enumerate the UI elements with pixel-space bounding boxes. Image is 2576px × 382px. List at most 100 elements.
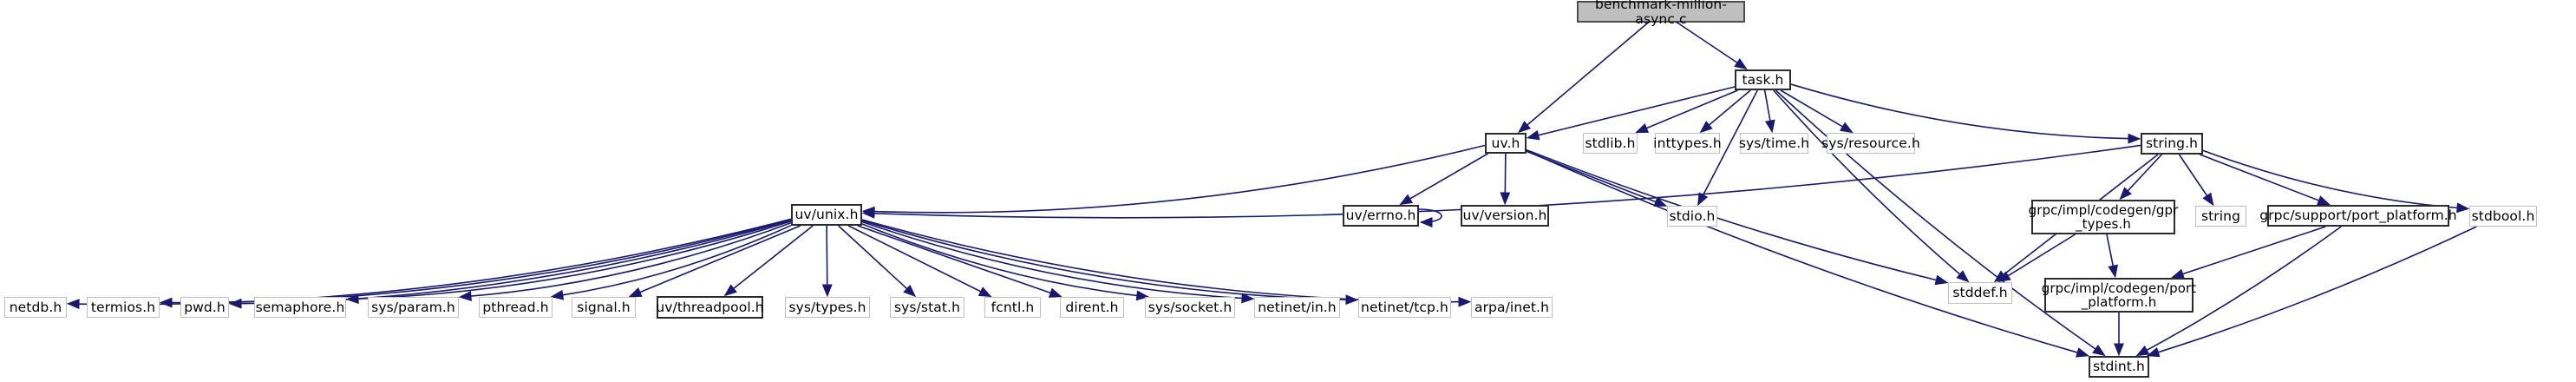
graph-node-pthread[interactable]: pthread.h [479,297,552,318]
edge-uvunix-to-systypes-arrowhead [821,284,833,298]
edge-task-to-systime-arrowhead [1764,119,1775,134]
edge-gprtypes-to-stddef [2005,234,2076,278]
edge-uvunix-to-signal [637,225,801,294]
edge-portplat_s-to-portplat_c [2180,226,2326,276]
edge-string_h-to-stdbool-arrowhead [2456,202,2470,214]
graph-node-stdio[interactable]: stdio.h [1667,206,1717,227]
edge-uvunix-to-semaphore-arrowhead [345,293,359,305]
edge-uvunix-to-sysstat [838,225,910,292]
graph-node-uverrno[interactable]: uv/errno.h [1343,205,1419,227]
graph-node-sysstat[interactable]: sys/stat.h [890,297,964,318]
edge-uv-to-uverrno-arrowhead [1399,194,1414,206]
graph-node-systime[interactable]: sys/time.h [1739,133,1809,154]
graph-node-uv[interactable]: uv.h [1485,133,1527,154]
edge-task-to-sysresource [1780,89,1846,129]
graph-node-pwd[interactable]: pwd.h [180,297,229,318]
edge-task-to-systime [1763,89,1772,124]
graph-node-inttypes[interactable]: inttypes.h [1653,133,1722,154]
edge-uvunix-to-uvthreadpool [731,225,814,291]
edge-string_h-to-stdbool [2202,149,2461,209]
edge-uvunix-to-semaphore [355,220,792,300]
edge-task-to-stdio-arrowhead [1697,192,1709,207]
edge-portplat_s-to-stdint [2144,226,2342,352]
edge-uv-to-stdio-arrowhead [1653,196,1668,207]
graph-node-sysresource[interactable]: sys/resource.h [1821,133,1920,154]
edge-gprtypes-to-stddef-arrowhead [1997,271,2011,283]
edge-task-to-stddef-arrowhead [1956,270,1970,283]
edge-task-to-stdint-arrowhead [2092,344,2106,357]
graph-node-root[interactable]: benchmark-million-async.c [1577,0,1745,26]
graph-node-dirent[interactable]: dirent.h [1060,297,1124,318]
graph-node-sysparam[interactable]: sys/param.h [368,297,459,318]
edge-uvunix-to-sysstat-arrowhead [903,284,917,298]
edge-task-to-stdint [1775,89,2098,352]
edge-root-to-task [1677,22,1740,65]
graph-node-uvversion[interactable]: uv/version.h [1461,205,1549,227]
edge-task-to-sysresource-arrowhead [1840,122,1854,134]
graph-node-stdbool[interactable]: stdbool.h [2469,206,2537,227]
edge-root-to-uv [1525,22,1649,128]
graph-node-task[interactable]: task.h [1735,69,1791,90]
edge-uvunix-to-dirent-arrowhead [1048,287,1062,298]
edge-task-to-uv-arrowhead [1526,129,1540,141]
graph-node-termios[interactable]: termios.h [87,297,160,318]
graph-node-stdlib[interactable]: stdlib.h [1583,133,1638,154]
edge-uvunix-to-uvthreadpool-arrowhead [723,284,737,297]
graph-node-fcntl[interactable]: fcntl.h [984,297,1041,318]
edge-uvunix-to-sysparam-arrowhead [458,291,472,301]
edge-uv-to-stdint [1526,150,2081,354]
edge-uvunix-to-arpainet-arrowhead [1458,296,1472,307]
edge-uvunix-to-syssocket [861,223,1140,297]
edge-uvunix-to-fcntl [847,225,984,293]
edge-uv-to-stddef-arrowhead [1934,274,1949,286]
edge-uvunix-to-netinetin [861,221,1246,300]
edge-stdbool-to-stdint [2155,226,2477,354]
graph-node-netinettcp[interactable]: netinet/tcp.h [1358,297,1451,318]
graph-node-syssocket[interactable]: sys/socket.h [1145,297,1235,318]
edge-uverrno-to-uverrno-arrowhead [1419,217,1433,227]
edge-uv-to-uvunix [871,144,1486,214]
edge-task-to-inttypes [1706,89,1751,128]
edge-string_h-to-string_cpp [2178,154,2209,199]
graph-node-arpainet[interactable]: arpa/inet.h [1471,297,1553,318]
edge-string_h-to-portplat_s [2200,154,2322,202]
edge-string_h-to-portplat_s-arrowhead [2316,195,2331,206]
graph-node-uvthreadpool[interactable]: uv/threadpool.h [656,296,764,319]
edge-string_h-to-string_cpp-arrowhead [2202,192,2214,207]
graph-node-gprtypes[interactable]: grpc/impl/codegen/gpr _types.h [2029,200,2178,234]
edge-string_h-to-gprtypes [2125,154,2162,194]
edge-uvunix-to-pthread [559,224,792,297]
graph-node-systypes[interactable]: sys/types.h [785,297,870,318]
graph-node-stddef[interactable]: stddef.h [1948,282,2012,304]
edge-uvunix-to-sysparam [467,221,792,298]
graph-node-netdb[interactable]: netdb.h [4,297,67,318]
graph-node-portplat_c[interactable]: grpc/impl/codegen/port _platform.h [2042,278,2196,313]
edge-uv-to-stdint-arrowhead [2076,347,2090,358]
edge-task-to-stdlib-arrowhead [1635,122,1650,134]
graph-node-portplat_s[interactable]: grpc/support/port_platform.h [2259,205,2457,227]
graph-node-uvunix[interactable]: uv/unix.h [791,204,862,226]
edge-task-to-uv [1535,86,1736,137]
edge-uvunix-to-signal-arrowhead [628,286,643,298]
edge-stdbool-to-stdint-arrowhead [2146,346,2161,358]
edge-string_h-to-uvunix-arrowhead [861,207,875,219]
edge-uvunix-to-syssocket-arrowhead [1135,290,1150,301]
graph-node-signal[interactable]: signal.h [572,297,636,318]
edge-uv-to-stddef [1526,148,1939,282]
edge-string_h-to-gprtypes-arrowhead [2119,187,2132,201]
edge-uvunix-to-dirent [857,225,1054,295]
graph-node-string_cpp[interactable]: string [2195,206,2246,227]
edge-portplat_s-to-stdint-arrowhead [2135,345,2150,357]
edge-gprtypes-to-portplat_c [2106,234,2115,269]
graph-node-semaphore[interactable]: semaphore.h [254,297,346,318]
edge-uvunix-to-fcntl-arrowhead [977,286,992,298]
edge-task-to-stdio [1701,89,1758,198]
graph-node-netinetin[interactable]: netinet/in.h [1254,297,1340,318]
edge-uvunix-to-pthread-arrowhead [550,289,565,300]
graph-node-string_h[interactable]: string.h [2141,133,2203,155]
graph-node-stdint[interactable]: stdint.h [2089,356,2149,378]
edge-portplat_c-to-stdint-arrowhead [2114,343,2124,357]
edge-uvunix-to-pwd-arrowhead [228,298,242,309]
edge-uv-to-uvversion [1504,153,1507,196]
